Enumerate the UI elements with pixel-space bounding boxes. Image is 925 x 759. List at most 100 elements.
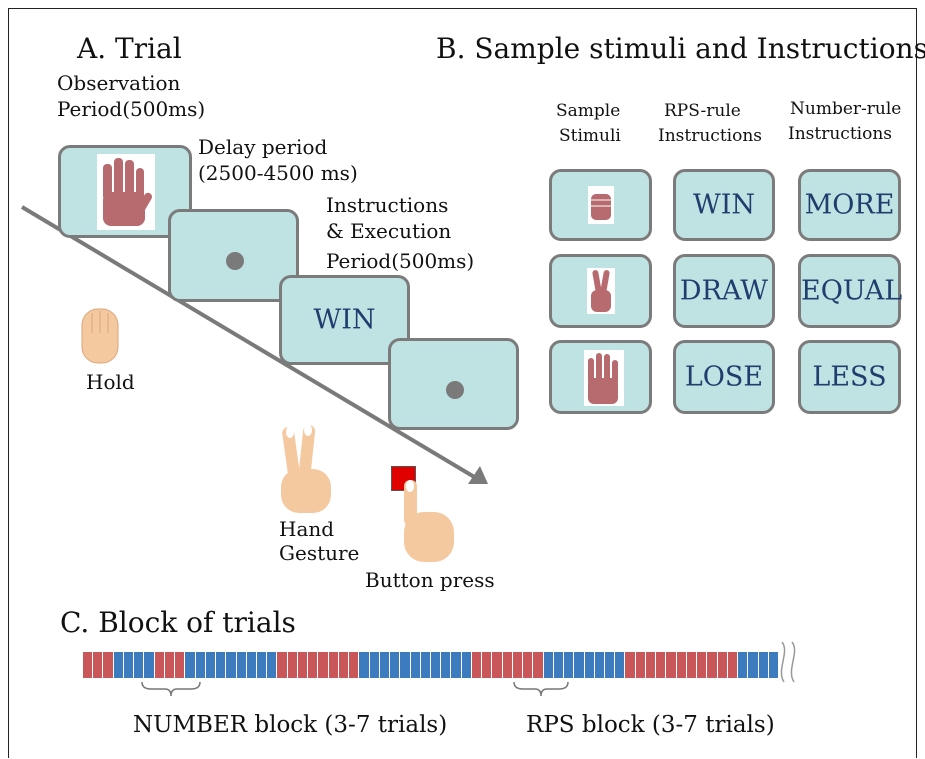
fixation-dot: [226, 252, 244, 270]
observation-label-2: Period(500ms): [57, 97, 206, 121]
trial-block-blue: [369, 652, 380, 678]
trial-block-red: [154, 652, 165, 678]
trial-block-blue: [400, 652, 411, 678]
trial-block-red: [666, 652, 677, 678]
sample-stimulus-rock: [549, 169, 652, 241]
number-word-equal: EQUAL: [801, 275, 903, 307]
rps-block-label: RPS block (3-7 trials): [526, 712, 775, 738]
trial-block-blue: [594, 652, 605, 678]
rps-word-draw: DRAW: [679, 275, 769, 307]
hold-hand-icon: [81, 308, 119, 364]
gesture-label-2: Gesture: [279, 541, 360, 565]
trial-block-blue: [553, 652, 565, 678]
hold-label: Hold: [86, 370, 135, 394]
trial-block-red: [635, 652, 646, 678]
trial-block-blue: [205, 652, 217, 678]
rps-instruction-draw: DRAW: [673, 254, 775, 328]
trial-block-blue: [615, 652, 626, 678]
col-header-number-1: Number-rule: [790, 99, 902, 119]
trial-block-blue: [410, 652, 421, 678]
rps-word-win: WIN: [692, 189, 756, 221]
trial-block-red: [297, 652, 309, 678]
trial-block-red: [93, 652, 104, 678]
fixation-dot: [446, 381, 464, 399]
trial-block-blue: [420, 652, 431, 678]
number-block-brace: [141, 681, 201, 697]
sample-stimulus-scissors: [549, 254, 652, 328]
trial-block-blue: [584, 652, 595, 678]
number-instruction-equal: EQUAL: [798, 254, 903, 328]
trial-screen-observation: [58, 145, 192, 238]
trial-block-red: [502, 652, 513, 678]
number-word-less: LESS: [812, 361, 887, 393]
trial-block-red: [103, 652, 114, 678]
trial-block-blue: [431, 652, 442, 678]
trial-block-red: [349, 652, 360, 678]
trial-block-blue: [216, 652, 227, 678]
instructions-label-3: Period(500ms): [326, 249, 475, 273]
trial-block-blue: [246, 652, 257, 678]
trial-block-blue: [758, 652, 769, 678]
trial-block-blue: [359, 652, 370, 678]
instruction-word: WIN: [313, 304, 376, 336]
trial-block-blue: [768, 652, 779, 678]
trial-block-blue: [123, 652, 135, 678]
col-header-number-2: Instructions: [788, 124, 892, 144]
trial-block-blue: [564, 652, 575, 678]
number-instruction-less: LESS: [798, 340, 901, 414]
rps-instruction-win: WIN: [673, 169, 775, 241]
trial-block-red: [164, 652, 176, 678]
observation-label-1: Observation: [57, 71, 181, 95]
number-instruction-more: MORE: [798, 169, 901, 241]
gesture-label-1: Hand: [279, 517, 335, 541]
trial-block-red: [287, 652, 298, 678]
trial-block-red: [533, 652, 544, 678]
trial-block-red: [277, 652, 288, 678]
trial-block-blue: [605, 652, 616, 678]
trial-block-blue: [113, 652, 124, 678]
trial-screen-execution: [388, 338, 519, 430]
figure-frame: [8, 8, 917, 758]
trial-block-blue: [236, 652, 247, 678]
rps-word-lose: LOSE: [684, 361, 764, 393]
delay-label-2: (2500-4500 ms): [198, 161, 358, 185]
trial-block-blue: [144, 652, 155, 678]
col-header-rps-2: Instructions: [658, 126, 762, 146]
trial-block-blue: [451, 652, 462, 678]
col-header-sample-2: Stimuli: [559, 126, 621, 146]
panel-b-title: B. Sample stimuli and Instructions: [436, 32, 925, 65]
trial-block-red: [656, 652, 667, 678]
trial-block-blue: [267, 652, 278, 678]
trial-block-blue: [748, 652, 759, 678]
delay-label-1: Delay period: [198, 135, 328, 159]
trial-block-red: [686, 652, 698, 678]
paper-hand-icon: [97, 154, 155, 230]
trial-block-red: [645, 652, 657, 678]
trial-block-red: [727, 652, 739, 678]
pointing-hand-icon: [404, 480, 454, 562]
trial-block-red: [308, 652, 319, 678]
trial-screen-delay: [168, 209, 299, 302]
trial-block-red: [328, 652, 339, 678]
instructions-label-2: & Execution: [326, 219, 452, 243]
trial-block-blue: [574, 652, 585, 678]
trial-block-red: [707, 652, 718, 678]
trial-block-red: [697, 652, 708, 678]
trial-block-red: [676, 652, 687, 678]
number-block-label: NUMBER block (3-7 trials): [133, 712, 448, 738]
trial-block-red: [83, 652, 94, 678]
trial-block-blue: [134, 652, 145, 678]
rock-hand-icon: [588, 186, 614, 224]
sample-stimulus-paper: [549, 340, 652, 414]
trial-block-red: [512, 652, 524, 678]
rps-instruction-lose: LOSE: [673, 340, 775, 414]
trial-block-blue: [543, 652, 554, 678]
trial-block-red: [717, 652, 728, 678]
panel-c-title: C. Block of trials: [60, 606, 296, 639]
trial-block-blue: [379, 652, 391, 678]
panel-a-title: A. Trial: [77, 32, 182, 65]
trial-block-blue: [738, 652, 749, 678]
col-header-sample-1: Sample: [556, 101, 621, 121]
trial-block-red: [482, 652, 493, 678]
